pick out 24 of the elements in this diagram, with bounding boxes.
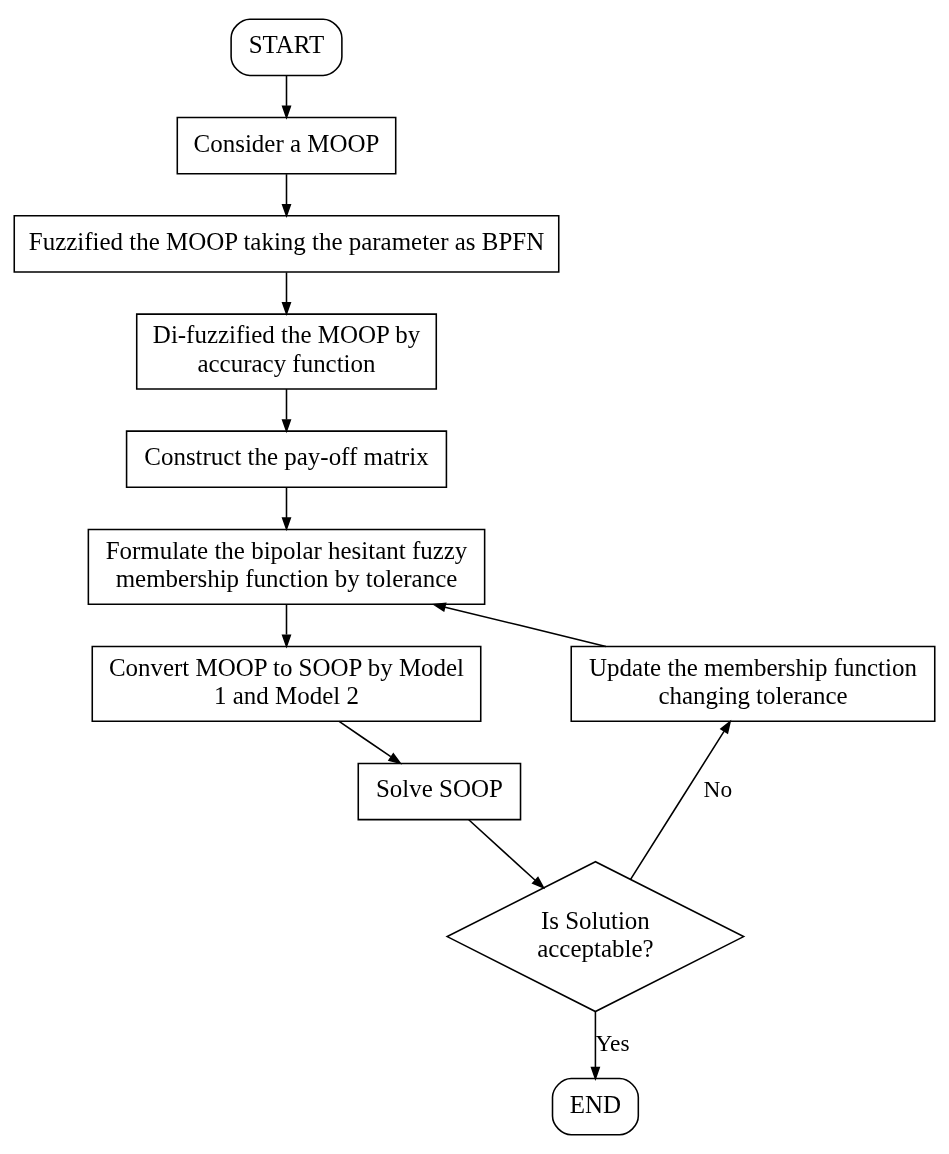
arrow	[281, 271, 292, 317]
arrow	[281, 75, 292, 120]
node-diamond: Is Solution acceptable?	[445, 860, 746, 1013]
node-box: END	[551, 1077, 640, 1136]
arrow	[467, 819, 546, 890]
node-box: Convert MOOP to SOOP by Model 1 and Model 2	[91, 645, 482, 723]
node-box: Di-fuzzified the MOOP by accuracy function	[135, 313, 438, 390]
arrow	[281, 486, 292, 532]
node-box: Update the membership function changing tolerance	[570, 645, 936, 723]
node-box: Fuzzified the MOOP taking the parameter as BPFN	[13, 215, 560, 273]
arrow	[629, 719, 732, 881]
node-box: START	[230, 18, 343, 77]
node-box: Consider a MOOP	[176, 116, 397, 175]
edge-label: Yes	[595, 1029, 630, 1056]
arrow	[338, 720, 403, 765]
arrow	[281, 603, 292, 649]
node-box: Formulate the bipolar hesitant fuzzy membership function by tolerance	[87, 528, 486, 606]
arrow	[281, 388, 292, 434]
edge-label: No	[703, 775, 733, 802]
arrow	[590, 1011, 601, 1081]
node-box: Construct the pay-off matrix	[125, 430, 448, 489]
arrow	[431, 602, 607, 648]
arrow	[281, 173, 292, 218]
node-box: Solve SOOP	[357, 762, 522, 821]
